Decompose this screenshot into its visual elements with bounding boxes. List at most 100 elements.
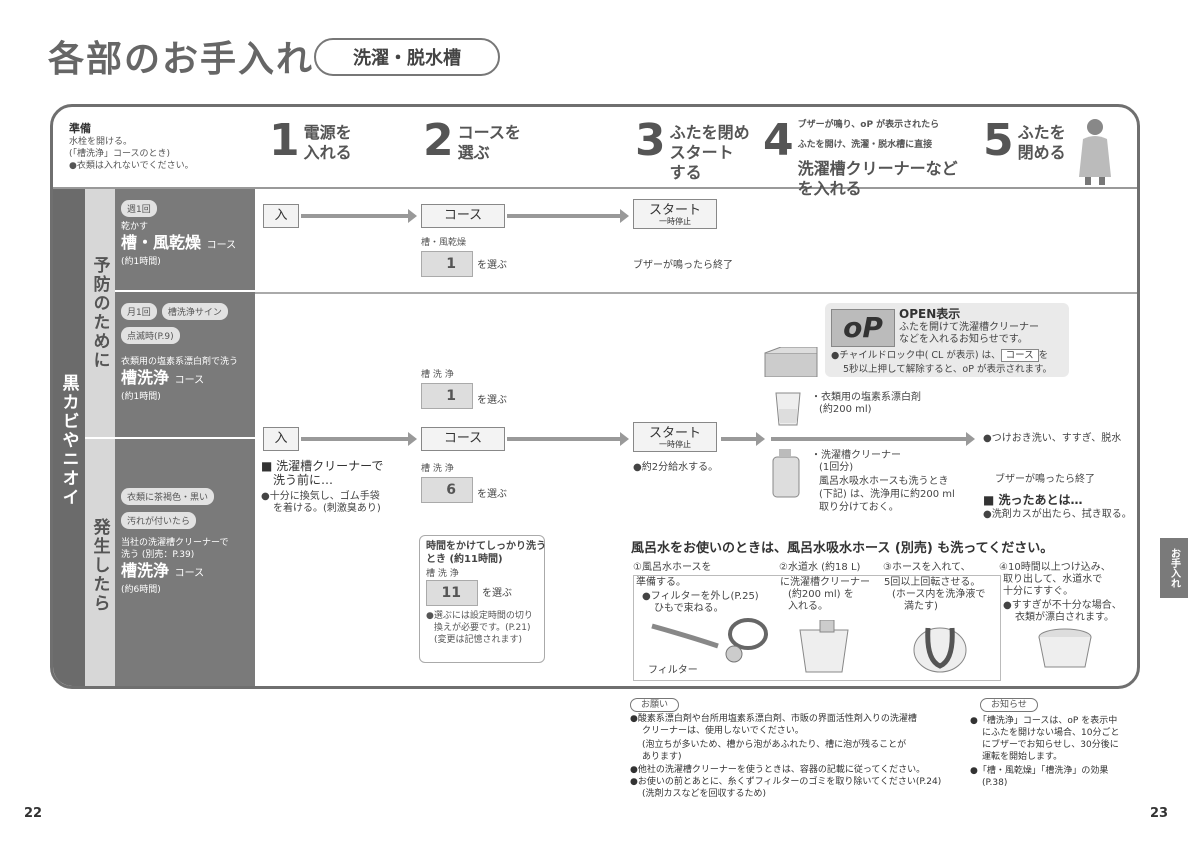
long-note: 換えが必要です。(P.21) [434, 623, 531, 633]
select-text: を選ぶ [477, 260, 507, 271]
power-button-icon: 入 [263, 427, 299, 451]
bath-hose-title: 風呂水をお使いのときは、風呂水吸水ホース (別売) も洗ってください。 [631, 541, 1054, 556]
bath-hose-figure: 準備する。 ●フィルターを外し(P.25) ひもで束ねる。 フィルター に洗濯槽… [633, 575, 1001, 681]
bucket-illustration [794, 620, 854, 674]
start-button-icon: スタート一時停止 [633, 422, 717, 452]
after-head: ■ 洗ったあとは… [983, 493, 1083, 507]
op-lcd-icon: oP [831, 309, 895, 347]
flow-arrow [771, 432, 975, 446]
flow-arrow [721, 432, 765, 446]
select-text: を選ぶ [477, 489, 507, 500]
flow-arrow [507, 209, 629, 223]
bath-step: 取り出して、水道水で [1003, 574, 1103, 585]
section-tab: お手入れ [1160, 538, 1188, 598]
page-number-right: 23 [1150, 806, 1169, 821]
course-suffix: コース [174, 568, 205, 579]
lcd-display: 11 [426, 580, 478, 606]
soak-text: ●つけおき洗い、すすぎ、脱水 [983, 433, 1122, 444]
open-line: ●チャイルドロック中( CL が表示) は、コースを [831, 349, 1049, 362]
bath-step: ③ホースを入れて、 [883, 562, 971, 573]
cleaning-procedure-panel: 準備 水栓を開ける。 (「槽洗浄」コースのとき) ●衣類は入れないでください。 … [50, 104, 1140, 689]
sign-badge: 槽洗浄サイン [161, 303, 228, 320]
course-name: 槽洗浄 [121, 368, 170, 387]
before-head: ■ 洗濯槽クリーナーで [261, 459, 384, 473]
agent-note: 風呂水吸水ホースも洗うとき [819, 476, 949, 487]
page-number-left: 22 [24, 806, 43, 821]
prep-line: 水栓を開ける。 [69, 137, 133, 147]
step-number: 3 [635, 115, 666, 166]
note-item: ●お使いの前とあとに、糸くずフィルターのゴミを取り除いてください(P.24) [630, 777, 942, 787]
lcd-label: 槽・風乾燥 [421, 238, 467, 248]
category-label-mold: 黒カビやニオイ [53, 189, 85, 686]
bath-step: ●フィルターを外し(P.25) [642, 591, 759, 602]
bath-step: ②水道水 (約18 L) [779, 562, 861, 573]
lcd-label: 槽 洗 浄 [421, 370, 454, 380]
start-sublabel: 一時停止 [659, 217, 691, 226]
step-label: 入れる [303, 143, 352, 162]
rinse-bucket-illustration [1035, 627, 1095, 671]
category-label-prevent: 予防のために [85, 189, 115, 439]
step-number: 2 [423, 115, 454, 166]
step-row: 準備 水栓を開ける。 (「槽洗浄」コースのとき) ●衣類は入れないでください。 … [53, 107, 1137, 198]
sign-badge-ref: 点滅時(P.9) [121, 327, 180, 344]
note-item: ●他社の洗濯槽クリーナーを使うときは、容器の記載に従ってください。 [630, 765, 926, 775]
agent-bleach: ・衣類用の塩素系漂白剤 [811, 392, 921, 403]
step-number: 4 [763, 115, 794, 166]
course-button-icon: コース [421, 427, 505, 451]
bath-step: 5回以上回転させる。 [884, 577, 981, 588]
step-label: を入れる [797, 179, 862, 198]
info-item: 運転を開始します。 [982, 752, 1063, 762]
page-title: 各部のお手入れ [48, 39, 315, 80]
course-cleaner: 衣類に茶褐色・黒い汚れが付いたら 当社の洗濯槽クリーナーで 洗う (別売：P.3… [115, 439, 255, 686]
step-label: ふたを閉め [669, 123, 750, 142]
agent-amount: (約200 ml) [819, 404, 872, 415]
flow-arrow [301, 432, 417, 446]
step-label: コースを [457, 123, 521, 142]
bath-step: ④10時間以上つけ込み、 [999, 562, 1111, 573]
course-desc: 当社の洗濯槽クリーナーで [121, 538, 229, 548]
note-item: (泡立ちが多いため、槽から泡があふれたり、槽に泡が残ることが [642, 740, 907, 750]
step-label: 選ぶ [457, 143, 490, 162]
agent-note: (下記) は、洗浄用に約200 ml [819, 489, 955, 500]
prep-block: 準備 水栓を開ける。 (「槽洗浄」コースのとき) ●衣類は入れないでください。 [69, 123, 194, 172]
open-line: などを入れるお知らせです。 [899, 334, 1028, 345]
bath-step: 十分にすすぐ。 [1003, 586, 1074, 597]
bath-step: ひもで束ねる。 [654, 603, 724, 614]
cleaner-bottle-icon [769, 449, 803, 499]
step-note: ふたを開け、洗濯・脱水槽に直接 [797, 140, 933, 150]
start-label: スタート [648, 203, 701, 218]
info-item: (P.38) [982, 778, 1008, 788]
course-desc: 衣類用の塩素系漂白剤で洗う [121, 357, 239, 367]
step-label: する [669, 163, 702, 182]
start-button-icon: スタート一時停止 [633, 199, 717, 229]
condition-badge: 衣類に茶褐色・黒い [121, 488, 215, 505]
step-label: 洗濯槽クリーナーなど [797, 159, 958, 178]
select-text: を選ぶ [477, 395, 507, 406]
open-display-note: oP OPEN表示 ふたを開けて洗濯槽クリーナー などを入れるお知らせです。 ●… [825, 303, 1069, 377]
washer-illustration [763, 347, 819, 377]
bath-step: に洗濯槽クリーナー [780, 577, 870, 588]
course-desc: 乾かす [121, 222, 149, 232]
info-item: ●「槽洗浄」コースは、oP を表示中 [970, 716, 1118, 726]
info-item: ●「槽・風乾燥」「槽洗浄」の効果 [970, 766, 1109, 776]
lcd-display: 1 [421, 251, 473, 277]
step-number: 5 [983, 115, 1014, 166]
info-item: にブザーでお知らせし、30分後に [982, 740, 1119, 750]
step-label: 電源を [303, 123, 352, 142]
note-item: あります) [642, 752, 682, 762]
select-text: を選ぶ [482, 587, 512, 599]
course-key: コース [1000, 349, 1039, 362]
course-suffix: コース [206, 240, 237, 251]
bath-step: ●すすぎが不十分な場合、 [1003, 600, 1122, 611]
flow-arrow [507, 432, 629, 446]
long-note: ●選ぶには設定時間の切り [426, 611, 533, 621]
agent-note: 取り分けておく。 [819, 502, 899, 513]
agent-amount: (1回分) [819, 462, 854, 473]
course-desc: 洗う (別売：P.39) [121, 550, 195, 560]
long-note: (変更は記憶されます) [434, 635, 523, 645]
condition-badge: 汚れが付いたら [121, 512, 197, 529]
